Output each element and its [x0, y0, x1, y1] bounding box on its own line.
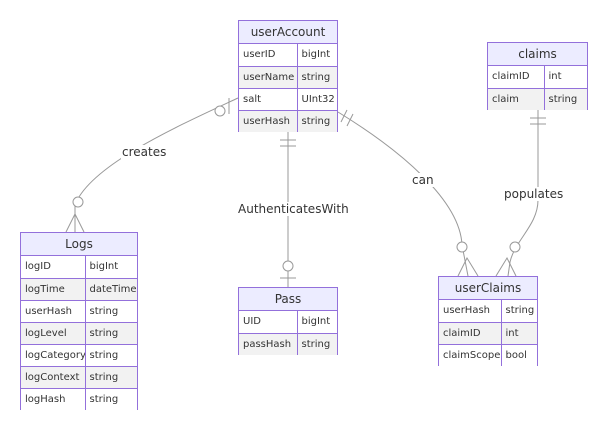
attribute-table-pass: UID bigInt passHash string: [239, 311, 337, 355]
entity-claims: claims claimID int claim string: [487, 42, 588, 110]
attribute-table-userclaims: userHash string claimID int claimScope b…: [439, 300, 537, 366]
attribute-name: logContext: [21, 365, 86, 388]
attribute-row: logContext string: [21, 365, 137, 388]
zero-marker-useraccount-creates: [214, 105, 226, 117]
entity-title-pass: Pass: [239, 288, 337, 311]
relation-line-populates: [507, 110, 539, 277]
attribute-table-useraccount: userID bigInt userName string salt UInt3…: [239, 44, 337, 132]
attribute-name: logCategory: [21, 343, 86, 366]
attribute-row: claimID int: [439, 321, 537, 344]
zero-marker-userclaims-populates: [509, 241, 521, 253]
attribute-row: userID bigInt: [239, 44, 337, 66]
attribute-type: string: [297, 109, 337, 132]
attribute-type: string: [297, 65, 337, 88]
zero-marker-userclaims-can: [456, 241, 468, 253]
relation-line-creates: [74, 97, 239, 232]
attribute-type: UInt32: [297, 87, 337, 110]
attribute-type: string: [85, 365, 137, 388]
attribute-type: dateTime: [85, 277, 137, 300]
attribute-name: claimScope: [439, 343, 502, 366]
attribute-row: logLevel string: [21, 321, 137, 344]
attribute-name: passHash: [239, 332, 298, 355]
attribute-table-claims: claimID int claim string: [488, 66, 587, 110]
attribute-name: logID: [21, 256, 86, 278]
attribute-name: UID: [239, 311, 298, 333]
attribute-name: userHash: [21, 299, 86, 322]
attribute-row: UID bigInt: [239, 311, 337, 333]
entity-title-claims: claims: [488, 43, 587, 66]
attribute-row: logTime dateTime: [21, 277, 137, 300]
attribute-row: passHash string: [239, 332, 337, 355]
attribute-row: logCategory string: [21, 343, 137, 366]
relation-label-can: can: [411, 173, 435, 187]
relation-label-creates: creates: [121, 145, 168, 159]
attribute-type: string: [85, 299, 137, 322]
attribute-type: bigInt: [297, 44, 337, 66]
attribute-row: userHash string: [239, 109, 337, 132]
attribute-name: userID: [239, 44, 298, 66]
relation-label-authenticateswith: AuthenticatesWith: [237, 202, 350, 216]
attribute-name: claim: [488, 87, 545, 110]
attribute-type: bigInt: [297, 311, 337, 333]
attribute-type: string: [85, 321, 137, 344]
attribute-row: userHash string: [439, 300, 537, 322]
attribute-type: string: [544, 87, 587, 110]
relation-line-can: [337, 111, 469, 277]
zero-marker-logs-creates: [72, 196, 84, 208]
attribute-type: string: [85, 343, 137, 366]
relation-label-populates: populates: [503, 187, 565, 201]
attribute-row: logID bigInt: [21, 256, 137, 278]
attribute-row: claim string: [488, 87, 587, 110]
attribute-name: claimID: [488, 66, 545, 88]
attribute-name: userHash: [439, 300, 502, 322]
entity-title-logs: Logs: [21, 233, 137, 256]
attribute-row: claimID int: [488, 66, 587, 88]
attribute-name: logTime: [21, 277, 86, 300]
attribute-table-logs: logID bigInt logTime dateTime userHash s…: [21, 256, 137, 410]
attribute-name: claimID: [439, 321, 502, 344]
attribute-type: int: [544, 66, 587, 88]
attribute-row: userName string: [239, 65, 337, 88]
zero-marker-pass-authenticates: [282, 260, 294, 272]
entity-title-userclaims: userClaims: [439, 277, 537, 300]
entity-useraccount: userAccount userID bigInt userName strin…: [238, 20, 338, 132]
entity-logs: Logs logID bigInt logTime dateTime userH…: [20, 232, 138, 410]
attribute-row: userHash string: [21, 299, 137, 322]
entity-pass: Pass UID bigInt passHash string: [238, 287, 338, 355]
many-marker-logs-creates: [65, 212, 85, 233]
many-marker-userclaims-populates: [495, 256, 517, 277]
one-marker-useraccount-can-a: [340, 109, 348, 123]
attribute-type: string: [501, 300, 537, 322]
many-marker-userclaims-can: [457, 256, 479, 277]
attribute-name: userName: [239, 65, 298, 88]
entity-title-useraccount: userAccount: [239, 21, 337, 44]
attribute-name: userHash: [239, 109, 298, 132]
attribute-type: bool: [501, 343, 537, 366]
one-marker-useraccount-can-b: [346, 113, 354, 127]
attribute-name: logHash: [21, 387, 86, 410]
attribute-type: int: [501, 321, 537, 344]
attribute-type: string: [297, 332, 337, 355]
attribute-row: logHash string: [21, 387, 137, 410]
attribute-type: bigInt: [85, 256, 137, 278]
attribute-row: claimScope bool: [439, 343, 537, 366]
attribute-name: salt: [239, 87, 298, 110]
attribute-row: salt UInt32: [239, 87, 337, 110]
attribute-name: logLevel: [21, 321, 86, 344]
attribute-type: string: [85, 387, 137, 410]
entity-userclaims: userClaims userHash string claimID int c…: [438, 276, 538, 366]
